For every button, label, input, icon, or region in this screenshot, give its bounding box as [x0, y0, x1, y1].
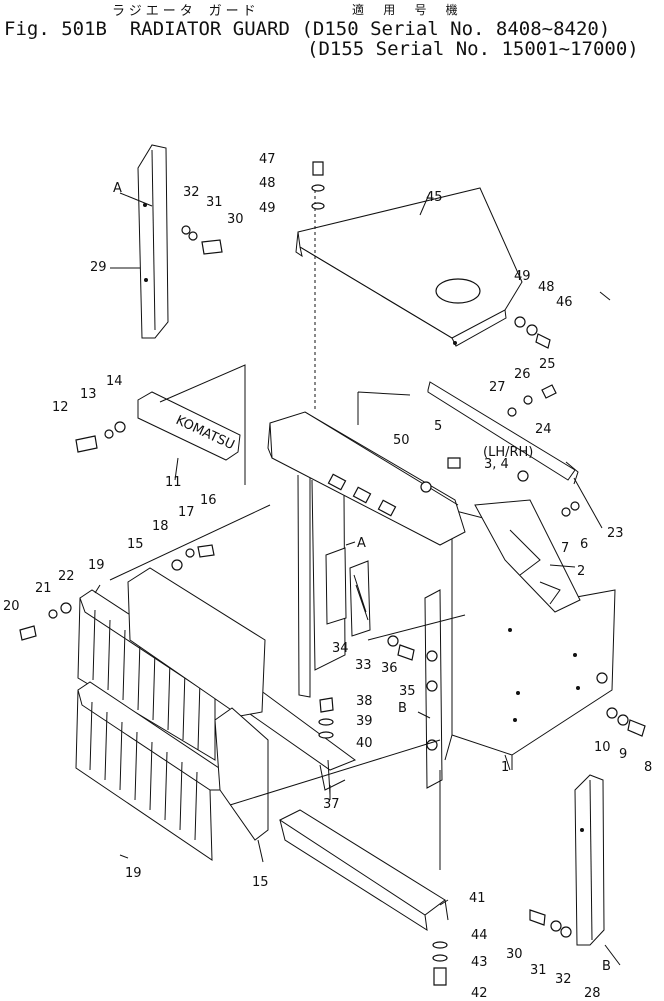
- left-side-plate: [137, 144, 169, 339]
- callout-19b: 19: [125, 866, 142, 881]
- callout-13: 13: [80, 387, 97, 402]
- callout-49a: 49: [259, 201, 276, 216]
- top-cover: [295, 187, 523, 347]
- callout-31a: 31: [206, 195, 223, 210]
- figure-number: Fig. 501B: [4, 18, 107, 40]
- callout-10: 10: [594, 740, 611, 755]
- callout-6: 6: [580, 537, 588, 552]
- callout-48b: 48: [538, 280, 555, 295]
- callout-37: 37: [323, 797, 340, 812]
- callout-44: 44: [471, 928, 488, 943]
- callout-20: 20: [3, 599, 20, 614]
- callout-8: 8: [644, 760, 652, 775]
- assembly-lines: [109, 190, 466, 870]
- callout-30b: 30: [506, 947, 523, 962]
- callout-36: 36: [381, 661, 398, 676]
- figure-title: RADIATOR GUARD: [129, 18, 290, 40]
- callout-15a: 15: [127, 537, 144, 552]
- callout-40: 40: [356, 736, 373, 751]
- callout-11: 11: [165, 475, 182, 490]
- bottom-channel: [278, 809, 449, 931]
- callout-3-4: 3, 4: [484, 457, 509, 472]
- callout-35: 35: [399, 684, 416, 699]
- nameplate-11: KOMATSU: [137, 391, 241, 461]
- callout-32b: 32: [555, 972, 572, 987]
- callout-49b: 49: [514, 269, 531, 284]
- serial-range-d150: (D150 Serial No. 8408~8420): [301, 18, 611, 40]
- callout-9: 9: [619, 747, 627, 762]
- vertical-post: [424, 589, 443, 789]
- callout-32a: 32: [183, 185, 200, 200]
- serial-range-d155: (D155 Serial No. 15001~17000): [307, 38, 639, 60]
- callout-34: 34: [332, 641, 349, 656]
- callout-30a: 30: [227, 212, 244, 227]
- fasteners: [19, 161, 646, 986]
- callout-19a: 19: [88, 558, 105, 573]
- callout-39: 39: [356, 714, 373, 729]
- callout-18: 18: [152, 519, 169, 534]
- callout-14: 14: [106, 374, 123, 389]
- callout-29: 29: [90, 260, 107, 275]
- callout-33: 33: [355, 658, 372, 673]
- callout-24: 24: [535, 422, 552, 437]
- top-crossmember: [267, 411, 466, 546]
- lower-grille: [75, 681, 226, 861]
- japanese-title: ラジエータ ガード: [112, 4, 260, 19]
- callout-31b: 31: [530, 963, 547, 978]
- lh-rh-mark: (LH/RH): [483, 445, 533, 460]
- screens: [127, 567, 269, 841]
- callout-1: 1: [501, 760, 509, 775]
- callout-38: 38: [356, 694, 373, 709]
- view-marker-a-left: A: [113, 181, 122, 196]
- view-marker-b-middle: B: [398, 701, 407, 716]
- callout-48a: 48: [259, 176, 276, 191]
- callout-50: 50: [393, 433, 410, 448]
- side-brackets: [474, 499, 581, 613]
- view-marker-b-right: B: [602, 959, 611, 974]
- callout-22: 22: [58, 569, 75, 584]
- leader-lines: [94, 191, 621, 966]
- callout-26: 26: [514, 367, 531, 382]
- callout-45: 45: [426, 190, 443, 205]
- callout-42: 42: [471, 986, 488, 1001]
- applicability-label: 適 用 号 機: [352, 3, 464, 17]
- view-marker-a-middle: A: [357, 536, 366, 551]
- callout-23: 23: [607, 526, 624, 541]
- callout-2: 2: [577, 564, 585, 579]
- callout-46: 46: [556, 295, 573, 310]
- radiator-frame: [297, 391, 616, 770]
- callout-43: 43: [471, 955, 488, 970]
- callout-41: 41: [469, 891, 486, 906]
- callout-15b: 15: [252, 875, 269, 890]
- callout-5: 5: [434, 419, 442, 434]
- callout-28: 28: [584, 986, 601, 1001]
- callout-47: 47: [259, 152, 276, 167]
- figure-heading: Fig. 501B RADIATOR GUARD (D150 Serial No…: [4, 18, 610, 40]
- callout-17: 17: [178, 505, 195, 520]
- center-plates: [325, 547, 371, 637]
- callout-25: 25: [539, 357, 556, 372]
- callout-27: 27: [489, 380, 506, 395]
- right-side-plate: [574, 774, 605, 946]
- cover-opening: [435, 278, 481, 304]
- callout-21: 21: [35, 581, 52, 596]
- callout-12: 12: [52, 400, 69, 415]
- callout-16: 16: [200, 493, 217, 508]
- callout-7: 7: [561, 541, 569, 556]
